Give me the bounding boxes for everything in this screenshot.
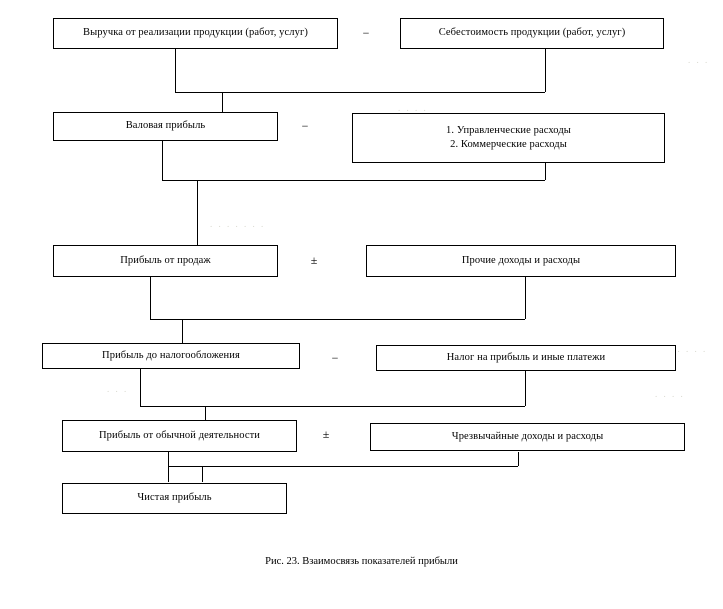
connector-to-net [202, 466, 203, 482]
box-revenue-label: Выручка от реализации продукции (работ, … [83, 27, 308, 39]
box-profit-tax-label: Налог на прибыль и иные платежи [446, 351, 606, 363]
box-sales-profit[interactable]: Прибыль от продаж [53, 245, 278, 277]
box-expenses[interactable]: 1. Управленческие расходы 2. Коммерчески… [352, 113, 665, 163]
operator-sales-plusminus: ± [310, 253, 318, 267]
box-sales-profit-label: Прибыль от продаж [120, 254, 211, 266]
connector-expenses-down [545, 163, 546, 180]
operator-ordinary-plusminus: ± [322, 427, 330, 441]
connector-pretax-down [140, 369, 141, 406]
box-gross-profit[interactable]: Валовая прибыль [53, 112, 278, 141]
connector-to-sales [197, 180, 198, 245]
connector-revenue-down [175, 48, 176, 92]
box-other-income[interactable]: Прочие доходы и расходы [366, 245, 676, 277]
connector-row3-bus [150, 319, 525, 320]
connector-other-down [525, 277, 526, 319]
speckle-mark: . . . . . . . [652, 344, 708, 354]
connector-row5-bus [168, 466, 518, 467]
box-other-income-label: Прочие доходы и расходы [461, 254, 581, 266]
connector-row1-bus [175, 92, 545, 93]
connector-extra-down [518, 452, 519, 466]
box-extraordinary[interactable]: Чрезвычайные доходы и расходы [370, 423, 685, 451]
speckle-mark: . . . [107, 384, 129, 394]
connector-cost-down [545, 48, 546, 92]
box-profit-tax[interactable]: Налог на прибыль и иные платежи [376, 345, 676, 371]
box-ordinary-profit[interactable]: Прибыль от обычной деятельности [62, 420, 297, 452]
box-pretax-profit[interactable]: Прибыль до налогообложения [42, 343, 300, 369]
box-net-profit-label: Чистая прибыль [137, 492, 212, 504]
connector-to-ordinary [205, 406, 206, 420]
connector-sales-down [150, 277, 151, 319]
box-cost-label: Себестоимость продукции (работ, услуг) [438, 27, 626, 39]
operator-gross-minus: − [301, 119, 309, 133]
box-extraordinary-label: Чрезвычайные доходы и расходы [451, 430, 604, 442]
box-gross-profit-label: Валовая прибыль [125, 120, 206, 132]
speckle-mark: . . . . [655, 389, 685, 399]
connector-to-pretax [182, 319, 183, 343]
connector-gross-down [162, 140, 163, 180]
speckle-mark: . . . . [398, 103, 428, 113]
operator-revenue-minus: − [362, 26, 370, 40]
box-revenue[interactable]: Выручка от реализации продукции (работ, … [53, 18, 338, 49]
connector-row4-bus [140, 406, 525, 407]
box-ordinary-profit-label: Прибыль от обычной деятельности [98, 429, 261, 441]
operator-pretax-minus: − [331, 351, 339, 365]
connector-tax-down [525, 369, 526, 406]
connector-to-gross [222, 92, 223, 113]
speckle-mark: . . . [688, 55, 710, 65]
box-pretax-profit-label: Прибыль до налогообложения [102, 349, 240, 361]
connector-row2-bus [162, 180, 545, 181]
connector-ordinary-down [168, 452, 169, 482]
box-net-profit[interactable]: Чистая прибыль [62, 483, 287, 514]
box-expenses-label: 1. Управленческие расходы 2. Коммерчески… [446, 124, 571, 150]
speckle-mark: . . . . . . . [210, 219, 266, 229]
box-cost[interactable]: Себестоимость продукции (работ, услуг) [400, 18, 664, 49]
figure-caption: Рис. 23. Взаимосвязь показателей прибыли [265, 556, 458, 567]
